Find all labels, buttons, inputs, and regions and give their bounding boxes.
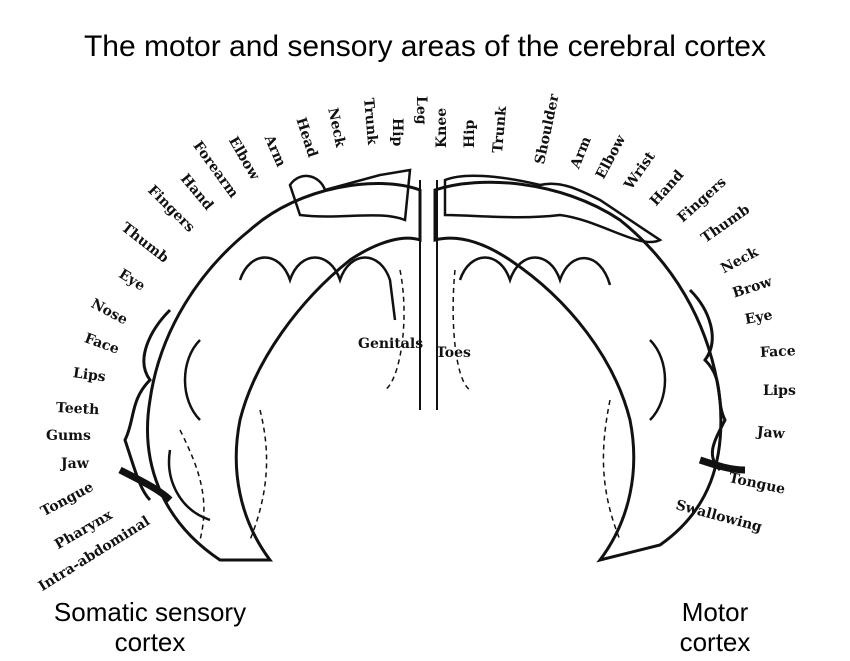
motor-caption-line1: Motor: [681, 597, 749, 627]
sensory-gyri: [167, 256, 397, 522]
motor-label-jaw: Jaw: [756, 424, 786, 443]
motor-label-toes: Toes: [436, 345, 471, 361]
sensory-label-gums: Gums: [46, 428, 91, 444]
sensory-dashed-line: [179, 269, 405, 541]
motor-tongue: [698, 456, 746, 474]
motor-dashed-line: [452, 269, 621, 541]
motor-label-knee: Knee: [434, 107, 450, 148]
sensory-caption-line2: cortex: [114, 627, 186, 657]
motor-cortex-caption: Motor cortex: [640, 597, 790, 657]
sensory-cortex-caption: Somatic sensory cortex: [20, 597, 280, 657]
sensory-label-genitals: Genitals: [358, 336, 424, 352]
sensory-face: [123, 308, 172, 502]
motor-face: [688, 288, 727, 472]
sensory-cortex-outline: [146, 181, 422, 562]
motor-homunculus: [443, 174, 663, 244]
sensory-tongue: [118, 466, 173, 503]
motor-cortex-outline: [433, 180, 723, 563]
diagram-title: The motor and sensory areas of the cereb…: [83, 30, 766, 63]
sensory-label-hip: Hip: [389, 118, 405, 147]
sensory-homunculus: [288, 168, 412, 222]
motor-label-hip: Hip: [462, 119, 478, 148]
sensory-label-jaw: Jaw: [61, 456, 89, 472]
sensory-label-leg: Leg: [413, 96, 429, 125]
motor-label-face: Face: [759, 343, 797, 361]
motor-label-lips: Lips: [763, 383, 796, 399]
sensory-caption-line1: Somatic sensory: [53, 597, 247, 627]
sensory-label-teeth: Teeth: [55, 400, 100, 419]
motor-gyri: [458, 256, 667, 421]
motor-caption-line2: cortex: [679, 627, 751, 657]
